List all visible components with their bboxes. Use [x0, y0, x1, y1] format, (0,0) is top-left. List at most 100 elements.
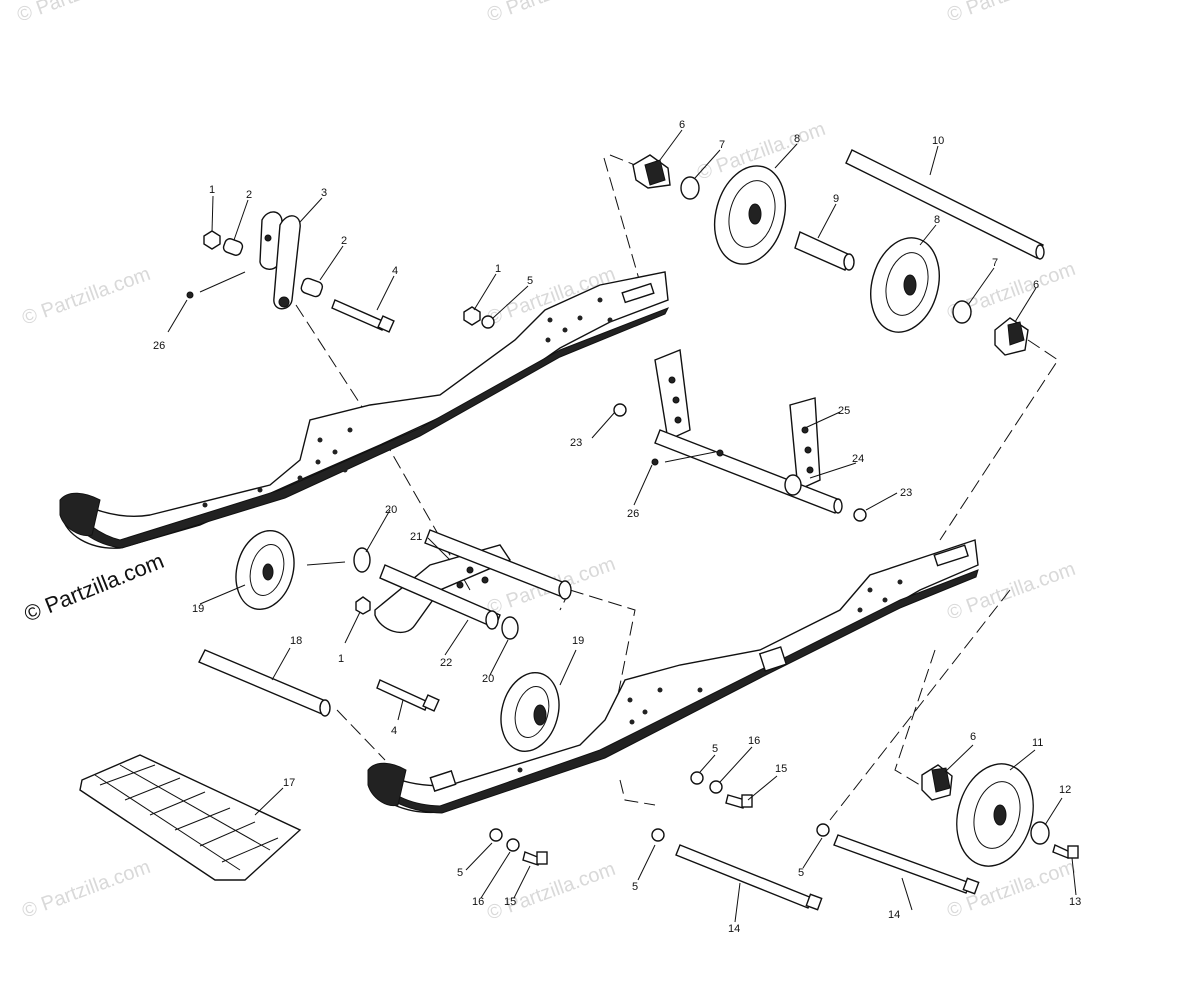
left-rail — [59, 271, 670, 549]
callout-17: 17 — [283, 777, 295, 789]
callout-25: 25 — [838, 405, 850, 417]
callout-1: 1 — [495, 263, 501, 275]
washer — [853, 508, 867, 522]
grease-fitting — [186, 291, 194, 299]
watermark: © Partzilla.com — [19, 856, 153, 923]
callout-7: 7 — [719, 139, 725, 151]
callout-14: 14 — [728, 923, 740, 935]
callout-15: 15 — [504, 896, 516, 908]
o-ring — [501, 616, 519, 640]
callout-2: 2 — [341, 235, 347, 247]
track-section — [79, 754, 302, 881]
washer — [506, 838, 520, 852]
callout-24: 24 — [852, 453, 864, 465]
washer — [613, 403, 627, 417]
o-ring — [353, 547, 371, 573]
callout-18: 18 — [290, 635, 302, 647]
washer — [489, 828, 503, 842]
watermark: © Partzilla.com — [944, 0, 1078, 27]
callout-labels: 1 2 3 2 4 26 1 5 6 7 8 9 10 8 7 6 25 23 … — [153, 119, 1081, 935]
callout-10: 10 — [932, 135, 944, 147]
callout-11: 11 — [1032, 737, 1043, 749]
callout-22: 22 — [440, 657, 452, 669]
callout-13: 13 — [1069, 896, 1081, 908]
washer — [816, 823, 830, 837]
callout-26: 26 — [627, 508, 639, 520]
o-ring — [952, 300, 972, 324]
bolt — [522, 851, 541, 866]
bolt — [331, 299, 386, 331]
nut — [355, 596, 371, 615]
callout-2: 2 — [246, 189, 252, 201]
grease-fitting — [651, 458, 659, 466]
callout-5: 5 — [527, 275, 533, 287]
front-arm-assembly — [198, 529, 572, 753]
axle — [845, 149, 1044, 259]
callout-20: 20 — [482, 673, 494, 685]
callout-6: 6 — [679, 119, 685, 131]
rail-holes — [517, 579, 903, 773]
callout-23: 23 — [570, 437, 582, 449]
callout-8: 8 — [934, 214, 940, 226]
callout-4: 4 — [391, 725, 397, 737]
callout-8: 8 — [794, 133, 800, 145]
watermark: © Partzilla.com — [484, 0, 618, 27]
callout-6: 6 — [1033, 279, 1039, 291]
watermark: © Partzilla.com — [19, 263, 153, 330]
callout-19: 19 — [572, 635, 584, 647]
shaft — [198, 649, 329, 715]
rail-holes — [202, 297, 613, 508]
bolt — [376, 679, 429, 711]
bushing — [300, 277, 324, 298]
axle — [833, 834, 971, 894]
front-arm — [374, 544, 512, 634]
mount-plate — [789, 397, 821, 492]
leader-lines — [167, 129, 1077, 923]
callout-5: 5 — [798, 867, 804, 879]
callout-15: 15 — [775, 763, 787, 775]
rear-idler-assembly — [632, 149, 1045, 356]
callout-12: 12 — [1059, 784, 1071, 796]
callout-5: 5 — [632, 881, 638, 893]
callout-26: 26 — [153, 340, 165, 352]
link-arm — [273, 215, 301, 310]
center-bracket — [613, 349, 867, 522]
callout-5: 5 — [712, 743, 718, 755]
callout-6: 6 — [970, 731, 976, 743]
callout-1: 1 — [338, 653, 344, 665]
bogie-wheel — [500, 671, 560, 753]
callout-20: 20 — [385, 504, 397, 516]
callout-16: 16 — [748, 735, 760, 747]
callout-5: 5 — [457, 867, 463, 879]
nut — [463, 306, 481, 326]
callout-14: 14 — [888, 909, 900, 921]
spacer-tube — [794, 231, 851, 271]
bolt — [725, 794, 746, 809]
washer — [1030, 821, 1050, 845]
axle — [675, 844, 813, 909]
callout-19: 19 — [192, 603, 204, 615]
lower-hardware — [489, 763, 1079, 911]
callout-16: 16 — [472, 896, 484, 908]
mount-plate — [654, 349, 691, 442]
washer — [481, 315, 495, 329]
washer — [709, 780, 723, 794]
callout-3: 3 — [321, 187, 327, 199]
nut — [203, 230, 221, 250]
callout-21: 21 — [410, 531, 422, 543]
watermark-main: © Partzilla.com — [21, 548, 168, 627]
callout-9: 9 — [833, 193, 839, 205]
bushing — [222, 238, 244, 256]
callout-1: 1 — [209, 184, 215, 196]
washer — [651, 828, 665, 842]
watermark: © Partzilla.com — [484, 858, 618, 925]
callout-7: 7 — [992, 257, 998, 269]
washer — [690, 771, 704, 785]
o-ring — [680, 176, 700, 200]
watermark: © Partzilla.com — [14, 0, 148, 27]
callout-23: 23 — [900, 487, 912, 499]
callout-4: 4 — [392, 265, 398, 277]
upper-linkage — [186, 211, 495, 333]
right-rail — [367, 539, 979, 814]
